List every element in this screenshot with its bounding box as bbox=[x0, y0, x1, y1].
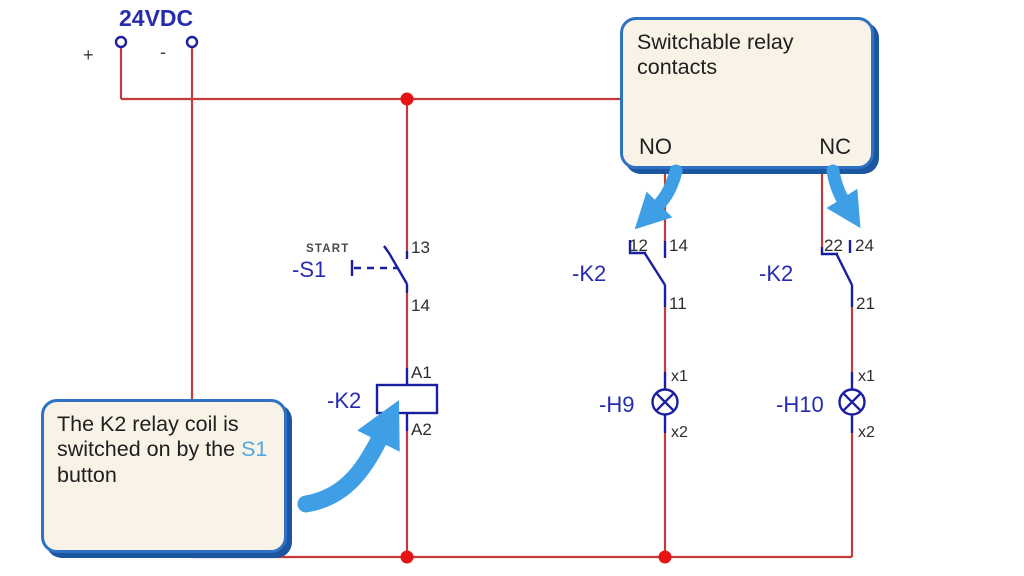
h10-label: -H10 bbox=[776, 392, 824, 417]
nc-terminal-22: 22 bbox=[824, 236, 843, 255]
h9-terminal-x1: x1 bbox=[671, 368, 688, 385]
s1-function-label: START bbox=[306, 243, 349, 255]
coil-box bbox=[375, 383, 439, 415]
junction-dot bbox=[400, 550, 414, 564]
h9-terminal-x2: x2 bbox=[671, 424, 688, 441]
supply-voltage-label: 24VDC bbox=[119, 5, 193, 31]
nc-terminal-21: 21 bbox=[856, 294, 875, 313]
nc-nc-stub bbox=[820, 247, 838, 256]
s1-label: -S1 bbox=[292, 257, 326, 282]
no-contact-label: -K2 bbox=[572, 261, 606, 286]
coil-terminal-a1: A1 bbox=[411, 363, 432, 382]
terminal-plus-icon bbox=[114, 35, 128, 49]
no-terminal-14: 14 bbox=[669, 236, 688, 255]
callout-coil-text-before: The K2 relay coil is switched on by the bbox=[57, 412, 242, 462]
k2-no-contact-symbol bbox=[628, 240, 667, 307]
nc-lever bbox=[834, 252, 854, 286]
plus-sign: + bbox=[83, 45, 94, 65]
k2-coil-symbol bbox=[375, 368, 439, 431]
s1-switch-symbol bbox=[350, 245, 409, 293]
supply-terminals bbox=[114, 35, 199, 49]
s1-lever bbox=[383, 245, 409, 285]
junction-dots bbox=[400, 92, 672, 564]
callout-contacts-legend: NO NC bbox=[639, 134, 851, 160]
coil-terminal-a2: A2 bbox=[411, 420, 432, 439]
nc-label: NC bbox=[819, 134, 851, 159]
s1-terminal-14: 14 bbox=[411, 296, 430, 315]
callout-coil-text-after: button bbox=[57, 462, 117, 487]
no-nc-stub bbox=[628, 240, 646, 255]
h10-terminal-x1: x1 bbox=[858, 368, 875, 385]
no-terminal-11: 11 bbox=[669, 294, 687, 313]
junction-dot bbox=[658, 550, 672, 564]
terminal-minus-icon bbox=[185, 35, 199, 49]
callout-coil-text: The K2 relay coil is switched on by the … bbox=[44, 402, 284, 498]
h10-lamp-cross bbox=[842, 392, 862, 412]
h10-lamp-symbol bbox=[838, 372, 866, 433]
h9-lamp-symbol bbox=[651, 372, 679, 433]
no-terminal-12: 12 bbox=[629, 236, 648, 255]
callout-contacts-title: Switchable relay contacts bbox=[637, 30, 794, 80]
no-lever bbox=[642, 251, 667, 286]
nc-contact-label: -K2 bbox=[759, 261, 793, 286]
callout-k2-coil: The K2 relay coil is switched on by the … bbox=[41, 399, 287, 553]
callout-coil-s1-highlight: S1 bbox=[241, 437, 268, 462]
k2-coil-label: -K2 bbox=[327, 388, 361, 413]
h9-label: -H9 bbox=[599, 392, 634, 417]
minus-sign: - bbox=[160, 42, 166, 62]
h9-lamp-cross bbox=[655, 392, 675, 412]
no-label: NO bbox=[639, 134, 672, 159]
s1-terminal-13: 13 bbox=[411, 238, 430, 257]
junction-dot bbox=[400, 92, 414, 106]
callout-switchable-contacts: Switchable relay contacts NO NC bbox=[620, 17, 874, 169]
nc-terminal-24: 24 bbox=[855, 236, 874, 255]
k2-nc-contact-symbol bbox=[820, 240, 854, 307]
h10-terminal-x2: x2 bbox=[858, 424, 875, 441]
